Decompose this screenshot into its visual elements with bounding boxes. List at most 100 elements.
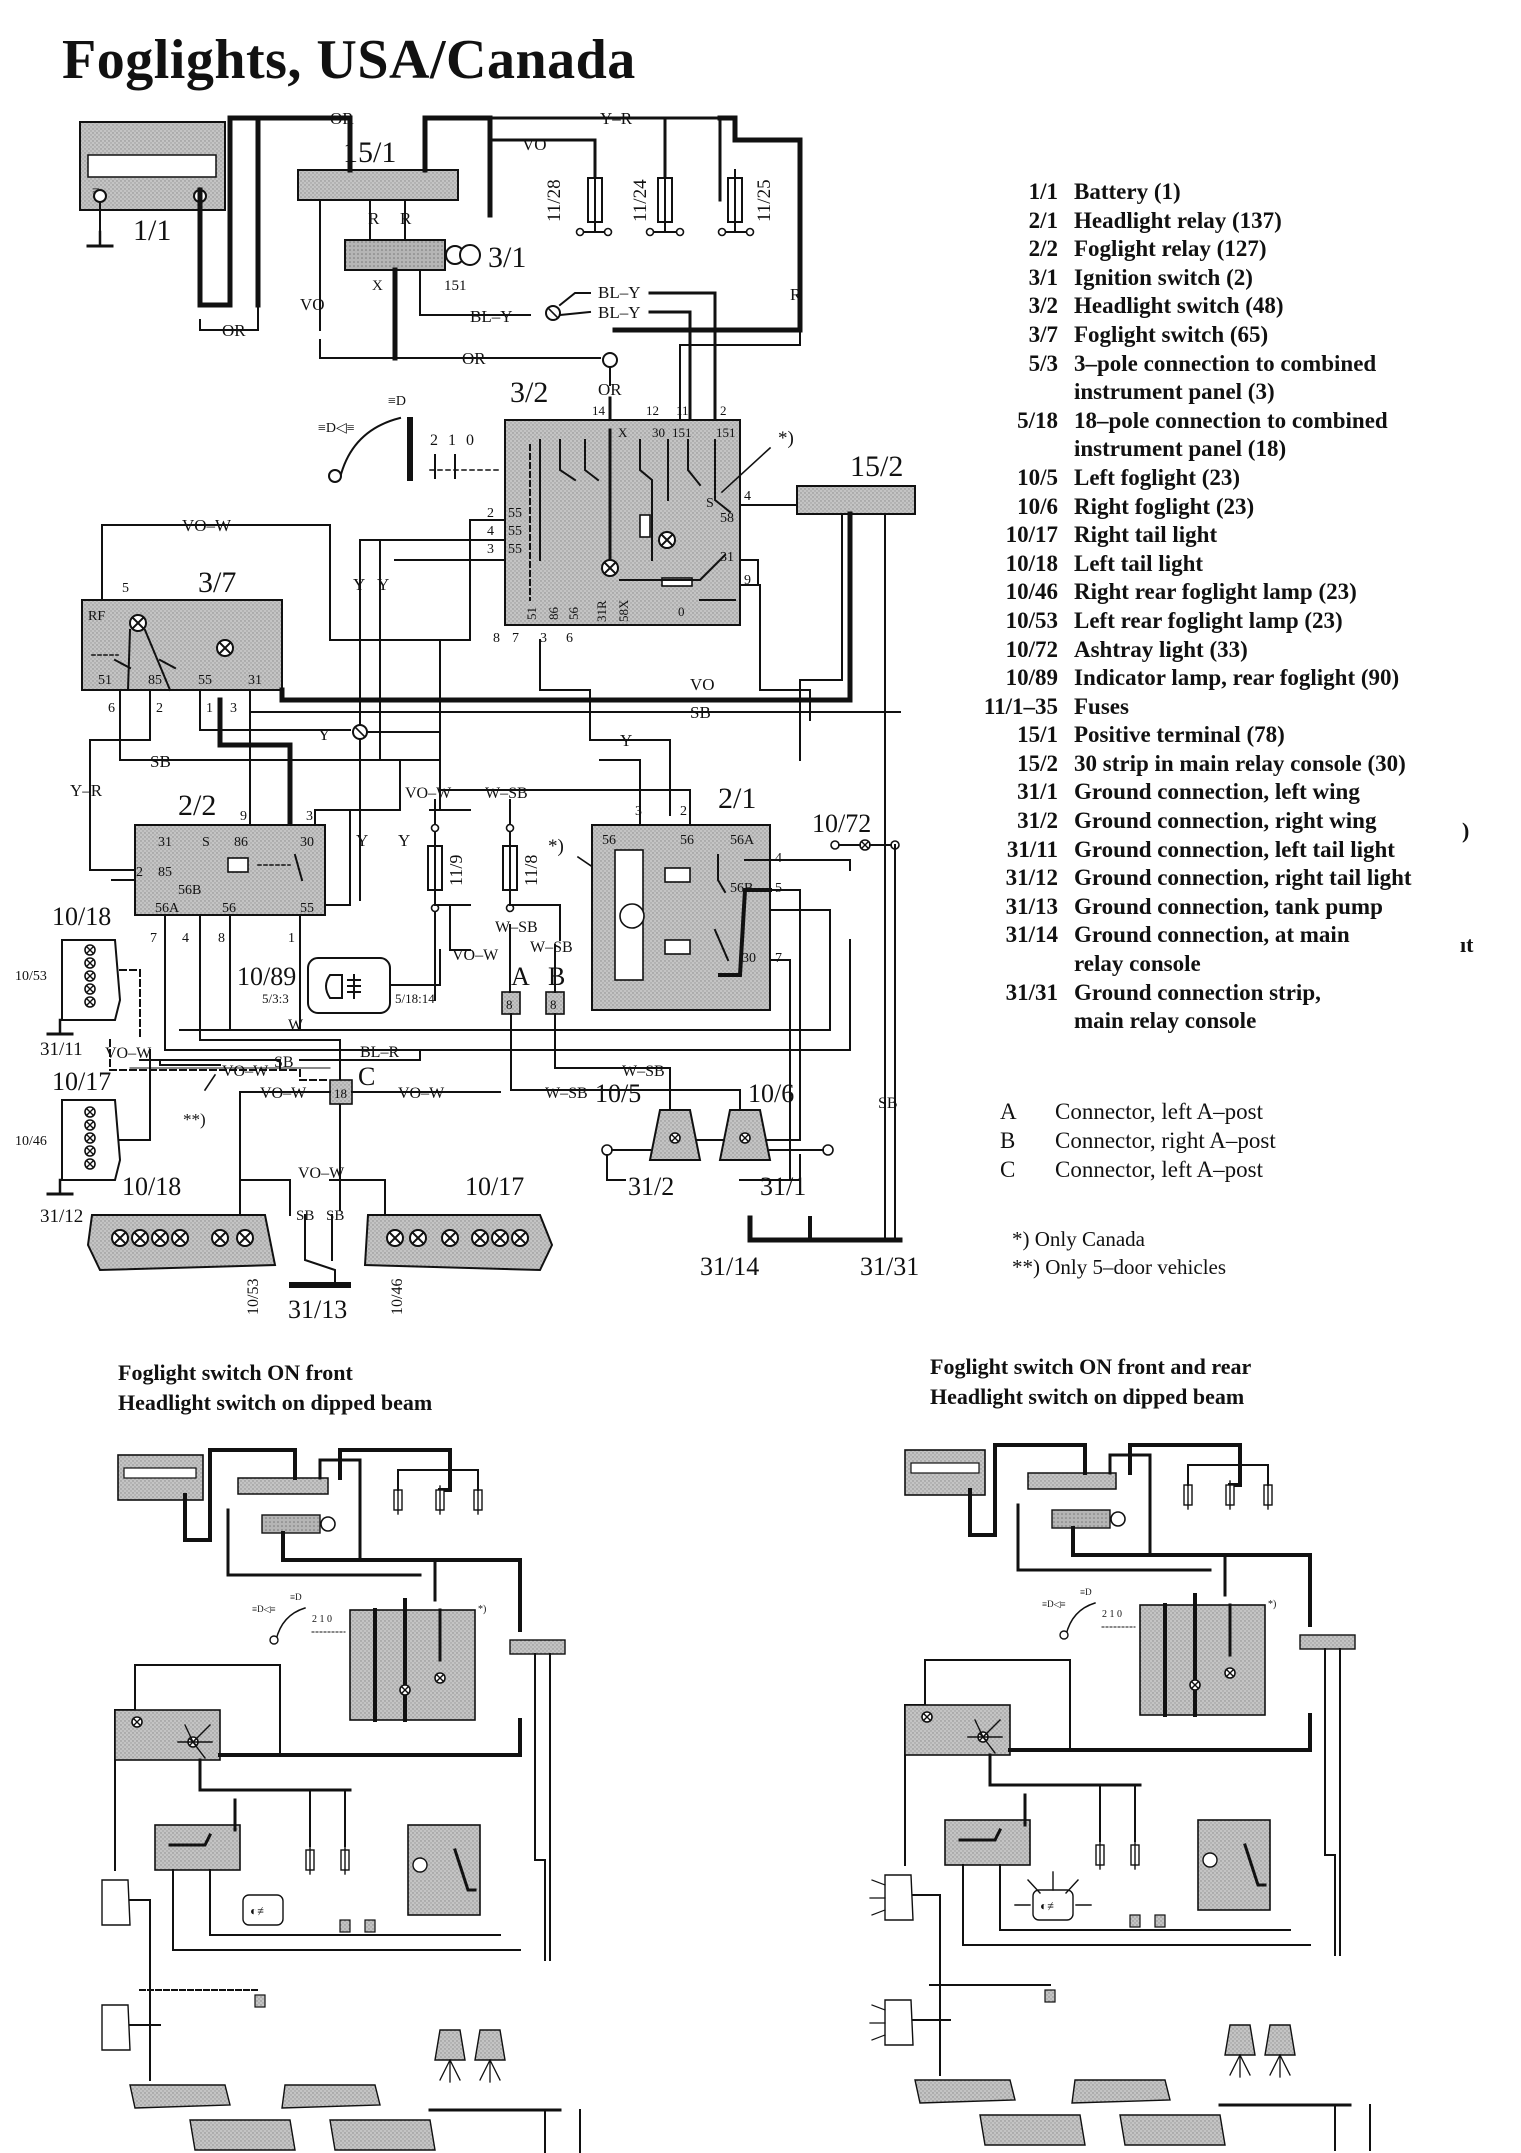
label-10-18-a: 10/18: [52, 902, 111, 931]
wire-sb-6: SB: [878, 1095, 898, 1112]
connector-description: Connector, left A–post: [1055, 1099, 1263, 1124]
pin-3-7-3: 3: [230, 701, 237, 716]
pin-3-2-r-31: 31: [720, 550, 734, 565]
legend-code: 10/53: [1005, 607, 1058, 633]
pin-2-1-56c: 56A: [730, 833, 755, 848]
rear-lamp-10-18-bottom: 10/18: [86, 1172, 277, 1272]
pin-3-7-1: 1: [206, 701, 213, 716]
legend-description: Ground connection, left tail light: [1074, 836, 1395, 862]
pin-3-7-5: 5: [122, 581, 129, 596]
label-10-46-a: 10/46: [15, 1134, 47, 1149]
connector-description: Connector, left A–post: [1055, 1157, 1263, 1182]
label-2-1: 2/1: [718, 782, 756, 815]
rear-lamp-10-17-bottom: 10/17: [363, 1172, 554, 1272]
legend-description: Left rear foglight lamp (23): [1074, 607, 1343, 633]
wire-vo-w-2: VO–W: [405, 785, 452, 802]
pin-3-2-top-x: X: [618, 425, 628, 440]
pin-3-2-b-58x: 58X: [616, 599, 631, 622]
caption-front-and-rear: Foglight switch ON front and rear Headli…: [930, 1352, 1251, 1412]
connector-c: 18 C: [329, 1062, 375, 1105]
legend-code: 31/14: [1005, 922, 1058, 948]
wire-vo-w-7: VO–W: [105, 1045, 152, 1062]
mini-diagram-front-rear: ≡D◁≡ ≡D 2 1 0 *) ◐≢: [869, 1443, 1371, 2151]
pin-2-2-8: 8: [218, 931, 225, 946]
wire-bl-y-3: BL–Y: [598, 303, 641, 322]
pin-3-2-r-58: 58: [720, 511, 734, 526]
pin-3-7-51: 51: [98, 673, 112, 688]
legend-description: Headlight switch (48): [1074, 293, 1284, 319]
caption-rear-line-2: Headlight switch on dipped beam: [930, 1384, 1245, 1409]
pin-3-2-r-4: 4: [744, 489, 751, 504]
pin-2-2-56a: 56A: [155, 901, 180, 916]
label-10-89: 10/89: [237, 962, 296, 991]
wire-sb-4: SB: [296, 1208, 314, 1224]
legend-row: relay console: [940, 950, 1412, 979]
wire-or-4: OR: [598, 380, 622, 399]
legend-code: 10/18: [1005, 550, 1058, 576]
pin-3-7-6: 6: [108, 701, 115, 716]
pin-3-2-l-4: 4: [487, 524, 494, 539]
svg-text:8: 8: [550, 997, 557, 1012]
footnote-5-door: **) Only 5–door vehicles: [1012, 1255, 1227, 1279]
pin-2-1-56d: 56B: [730, 881, 753, 896]
headlight-switch-3-2: 3/2 14 X 30 12 11 2 151 151 2 4 3 55 55 …: [487, 376, 751, 646]
caption-front-only: Foglight switch ON front Headlight switc…: [118, 1358, 432, 1418]
connector-code: C: [1000, 1157, 1016, 1182]
label-3-7: 3/7: [198, 566, 236, 599]
wire-w-sb-1: W–SB: [485, 785, 528, 802]
legend-code: 31/2: [1017, 808, 1058, 834]
legend-code: 31/13: [1005, 893, 1058, 919]
ashtray-light-10-72: 10/72: [812, 809, 900, 851]
footnote-star-1: *): [778, 428, 794, 449]
pin-2-1-4: 4: [775, 851, 782, 866]
footnote-star-3: **): [183, 1110, 206, 1129]
legend-code: 10/17: [1005, 522, 1058, 548]
legend-code: 3/1: [1028, 264, 1058, 290]
pin-3-7-55: 55: [198, 673, 212, 688]
legend-description: instrument panel (18): [1074, 436, 1287, 462]
pin-2-2-56: 56: [222, 901, 236, 916]
wire-y-5: Y: [356, 831, 368, 850]
label-5-3-3: 5/3:3: [262, 991, 289, 1006]
legend-description: Ground connection, right tail light: [1074, 865, 1412, 891]
wire-vo-1: VO: [522, 135, 547, 154]
pin-2-2-3: 3: [306, 809, 313, 824]
legend-row: instrument panel (18): [940, 435, 1412, 464]
pin-2-2-9: 9: [240, 809, 247, 824]
label-11-24: 11/24: [630, 179, 651, 222]
legend-description: Ground connection, left wing: [1074, 779, 1360, 805]
legend-description: Battery (1): [1074, 179, 1181, 204]
pin-3-7-2: 2: [156, 701, 163, 716]
pin-2-2-86: 86: [234, 835, 248, 850]
label-10-5: 10/5: [595, 1079, 641, 1108]
svg-text:2 1 0: 2 1 0: [312, 1614, 332, 1625]
pin-2-2-30: 30: [300, 835, 314, 850]
label-10-46-b: 10/46: [389, 1279, 406, 1315]
legend-description: Left tail light: [1074, 550, 1204, 576]
legend-code: 2/2: [1028, 236, 1058, 262]
label-10-53-b: 10/53: [245, 1279, 262, 1315]
label-10-53-a: 10/53: [15, 969, 47, 984]
wire-or-1: OR: [330, 109, 354, 128]
pin-3-2-b-7: 7: [512, 631, 519, 646]
svg-text:≡D◁≡: ≡D◁≡: [252, 1604, 276, 1614]
label-2-2: 2/2: [178, 789, 216, 822]
page-title: Foglights, USA/Canada: [62, 29, 636, 91]
wire-w-sb-4: W–SB: [622, 1063, 665, 1080]
legend-description: Ignition switch (2): [1074, 264, 1253, 290]
legend-description: 18–pole connection to combined: [1074, 407, 1388, 433]
wire-sb-1: SB: [690, 703, 711, 722]
